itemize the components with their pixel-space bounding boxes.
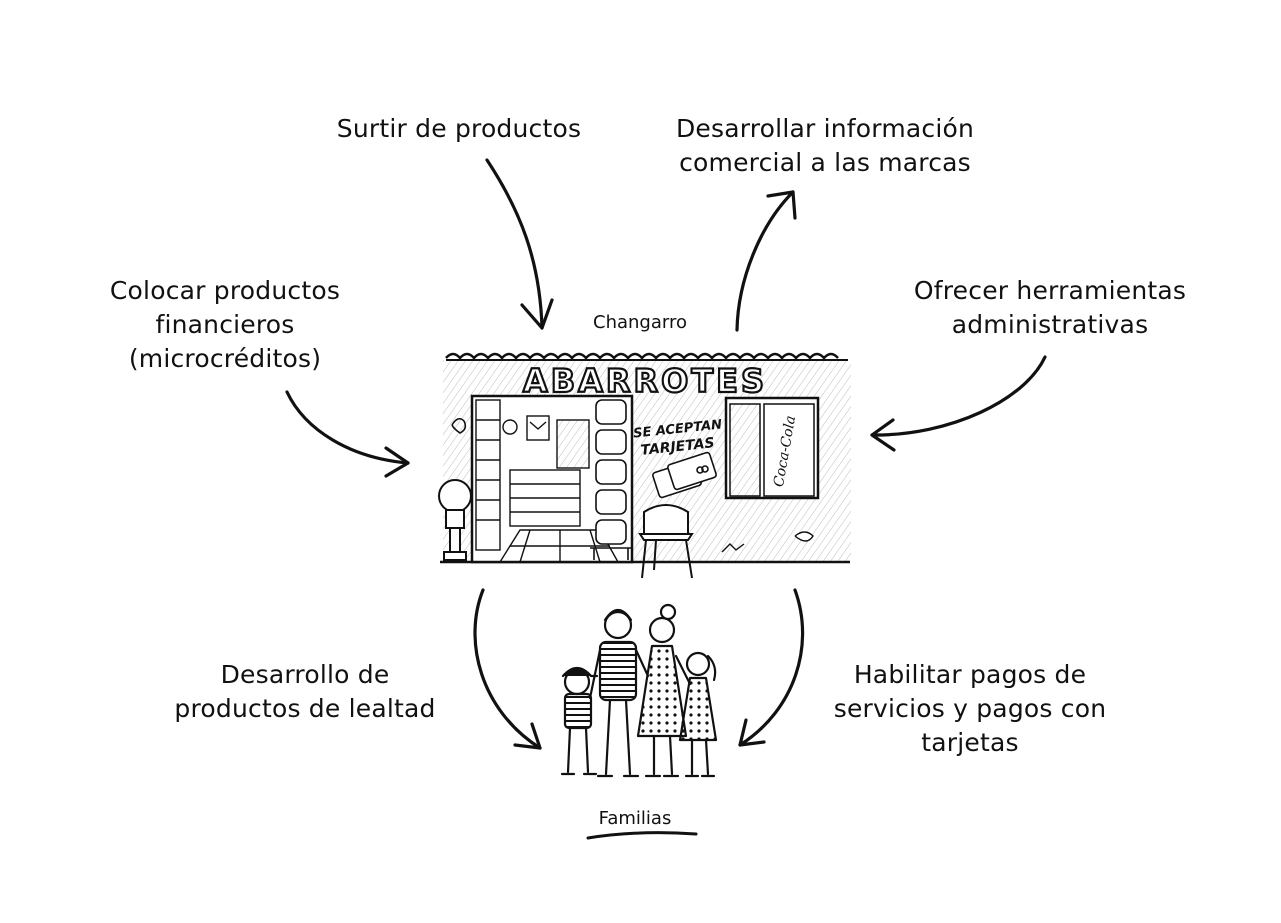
arrow-financieros <box>285 390 410 478</box>
chair-icon <box>638 504 694 579</box>
card-sign-line2: TARJETAS <box>640 435 716 459</box>
gumball-machine-icon <box>438 479 472 561</box>
family-caption-underline <box>586 831 698 840</box>
store-illustration: ABARROTES <box>438 352 851 579</box>
family-illustration <box>560 603 718 778</box>
credit-card-icon <box>652 451 717 499</box>
arrow-herramientas <box>870 355 1047 452</box>
label-productos-lealtad: Desarrollo de productos de lealtad <box>174 660 436 723</box>
mother-icon <box>636 603 692 778</box>
child-boy-icon <box>560 666 599 776</box>
store-caption: Changarro <box>593 312 687 333</box>
label-informacion-comercial: Desarrollar información comercial a las … <box>675 114 975 177</box>
store-sign-text: ABARROTES <box>523 362 767 400</box>
arrow-informacion <box>735 190 797 332</box>
father-icon <box>588 608 650 778</box>
arrow-surtir <box>485 158 554 330</box>
family-caption: Familias <box>598 808 672 829</box>
label-herramientas-administrativas: Ofrecer herramientas administrativas <box>913 276 1187 339</box>
label-productos-financieros: Colocar productos financieros (microcréd… <box>109 276 341 373</box>
arrow-lealtad <box>473 588 542 750</box>
child-girl-icon <box>678 651 718 778</box>
label-pagos-servicios: Habilitar pagos de servicios y pagos con… <box>833 660 1107 757</box>
arrow-pagos <box>738 588 805 747</box>
label-surtir-productos: Surtir de productos <box>336 114 582 143</box>
